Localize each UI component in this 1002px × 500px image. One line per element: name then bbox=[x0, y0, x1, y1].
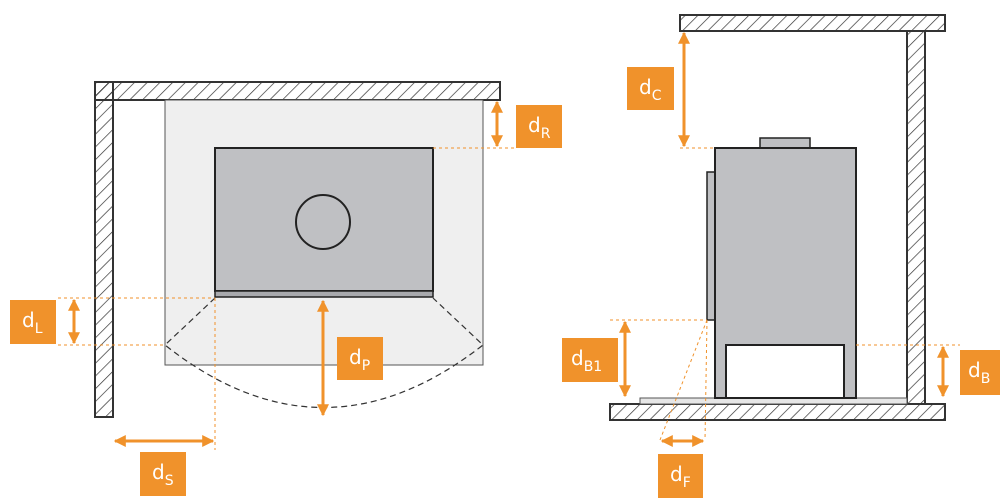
flue-outlet-circle bbox=[295, 194, 351, 250]
svg-text:dP: dP bbox=[349, 345, 370, 374]
label-dB: dB bbox=[960, 350, 1000, 395]
svg-text:dF: dF bbox=[670, 462, 691, 491]
svg-text:dR: dR bbox=[528, 113, 551, 142]
wood-storage-opening bbox=[725, 344, 845, 399]
svg-text:dS: dS bbox=[152, 460, 174, 489]
flue-collar bbox=[759, 137, 811, 149]
walls-side-view bbox=[609, 14, 946, 421]
label-dC: dC bbox=[627, 67, 674, 110]
side-view-guides bbox=[610, 147, 960, 441]
top-view-guides bbox=[58, 147, 515, 450]
svg-text:dB1: dB1 bbox=[571, 346, 602, 375]
side-view: dC dB1 dB dF bbox=[562, 14, 1000, 498]
svg-text:dL: dL bbox=[22, 308, 43, 337]
wall-left-corner bbox=[94, 81, 501, 418]
label-dP: dP bbox=[337, 337, 383, 380]
label-dB1: dB1 bbox=[562, 338, 618, 382]
label-dS: dS bbox=[140, 452, 186, 496]
svg-text:dB: dB bbox=[968, 358, 990, 387]
top-view: dR dL dP dS bbox=[10, 81, 562, 496]
label-dL: dL bbox=[10, 300, 56, 344]
label-dF: dF bbox=[658, 454, 703, 498]
stove-door-edge bbox=[214, 290, 434, 298]
svg-text:dC: dC bbox=[639, 75, 662, 104]
label-dR: dR bbox=[516, 105, 562, 148]
